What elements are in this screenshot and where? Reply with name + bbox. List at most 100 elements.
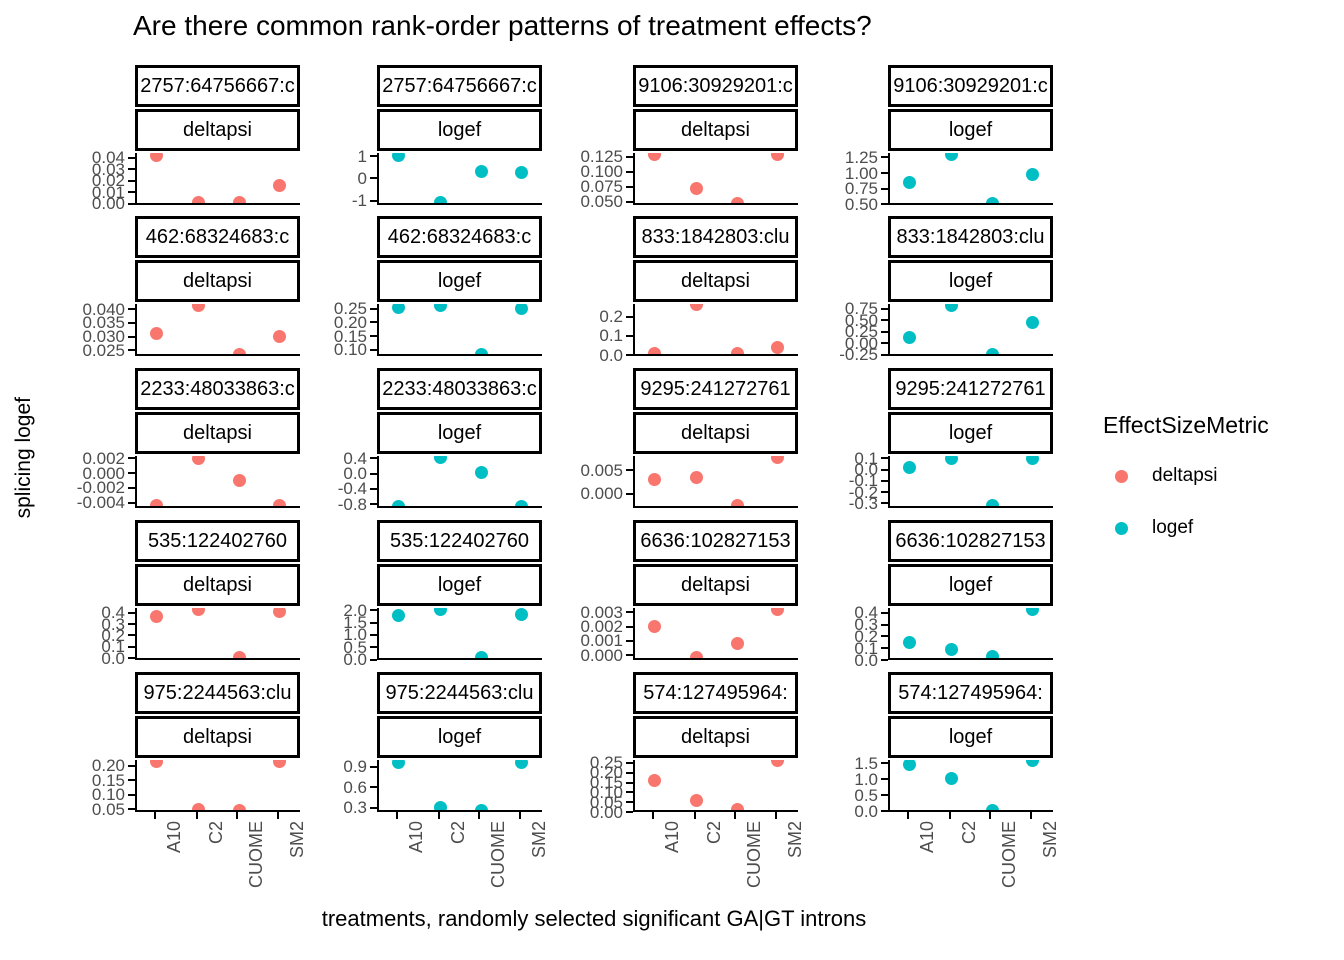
legend: EffectSizeMetric deltapsi logef <box>1103 412 1269 569</box>
y-tick-label: 0.2 <box>101 625 125 645</box>
y-tick-mark <box>881 659 888 661</box>
y-tick-label: 0.75 <box>844 299 878 319</box>
y-tick-mark <box>128 623 135 625</box>
y-tick-label: 0.000 <box>82 463 125 483</box>
x-tick-label: A10 <box>916 821 937 854</box>
y-tick-mark <box>626 761 633 764</box>
data-point <box>903 175 917 189</box>
y-tick-label: -0.1 <box>848 471 878 491</box>
y-tick-mark <box>370 155 377 158</box>
y-tick-label: 0.0 <box>343 650 367 669</box>
y-tick-mark <box>128 335 135 338</box>
y-tick-label: 1.00 <box>844 163 878 183</box>
y-tick-mark <box>626 625 633 628</box>
y-tick-label: 0.4 <box>101 603 125 623</box>
y-tick-mark <box>626 811 633 813</box>
data-point <box>1026 608 1040 616</box>
y-tick-mark <box>881 203 888 206</box>
x-tick-mark <box>236 812 239 819</box>
data-point <box>434 456 448 465</box>
data-point <box>192 456 206 465</box>
y-tick-mark <box>128 486 135 489</box>
y-tick-label: 0.040 <box>82 299 125 319</box>
y-tick-label: 0.1 <box>854 638 878 658</box>
x-axis-title: treatments, randomly selected significan… <box>321 906 867 931</box>
y-tick-mark <box>881 172 888 175</box>
y-tick-label: 0.50 <box>844 194 878 214</box>
plot-area <box>633 760 798 812</box>
y-tick-mark <box>128 779 135 782</box>
y-tick-label: 0.100 <box>580 162 623 182</box>
y-tick-label: 0.005 <box>580 460 623 480</box>
y-tick-label: 0.125 <box>580 147 623 167</box>
y-tick-mark <box>881 502 888 505</box>
facet-strip-intron: 6636:102827153 <box>888 520 1053 562</box>
x-tick-mark <box>478 812 481 819</box>
y-tick-mark <box>128 634 135 637</box>
facet-strip-intron: 535:122402760 <box>135 520 300 562</box>
y-tick-label: -1 <box>351 191 367 211</box>
y-tick-label: 0.035 <box>82 313 125 333</box>
y-tick-mark <box>881 647 888 650</box>
facet-strip-intron: 2233:48033863:c <box>135 368 300 410</box>
y-tick-mark <box>370 633 377 636</box>
y-tick-mark <box>881 319 888 322</box>
y-tick-label: 0.25 <box>333 299 367 319</box>
x-tick-label: SM2 <box>784 821 805 859</box>
y-tick-label: 0.002 <box>82 448 125 468</box>
facet-strip-metric: logef <box>377 564 542 606</box>
y-tick-mark <box>626 334 633 337</box>
y-tick-label: 0.10 <box>333 340 367 360</box>
y-tick-mark <box>370 321 377 324</box>
y-tick-label: 0.0 <box>854 460 878 480</box>
y-tick-mark <box>370 487 377 490</box>
x-tick-label: SM2 <box>1039 821 1060 859</box>
plot-area <box>377 304 542 356</box>
data-point <box>690 470 704 484</box>
plot-area <box>633 608 798 660</box>
plot-area <box>377 153 542 205</box>
facet-strip-metric: logef <box>888 716 1053 758</box>
x-tick-label: C2 <box>447 821 468 845</box>
y-tick-mark <box>128 764 135 767</box>
data-point <box>648 153 662 162</box>
facet-strip-metric: deltapsi <box>633 564 798 606</box>
y-tick-label: 0.3 <box>101 614 125 634</box>
y-tick-label: 0.3 <box>854 615 878 635</box>
y-tick-mark <box>626 801 633 804</box>
x-tick-mark <box>774 812 777 819</box>
data-point <box>515 166 529 180</box>
y-tick-mark <box>626 611 633 614</box>
y-tick-label: 0.6 <box>343 777 367 797</box>
legend-item-logef: logef <box>1103 517 1269 539</box>
x-tick-mark <box>518 812 521 819</box>
y-tick-label: 0.10 <box>589 782 623 802</box>
x-tick-mark <box>651 812 654 819</box>
data-point <box>474 466 488 480</box>
x-tick-label: C2 <box>703 821 724 845</box>
y-tick-mark <box>881 479 888 482</box>
y-tick-mark <box>370 335 377 338</box>
y-tick-label: 0.01 <box>91 182 125 202</box>
y-tick-mark <box>626 639 633 642</box>
y-tick-label: 0 <box>357 168 367 188</box>
plot-area <box>377 760 542 812</box>
data-point <box>474 804 488 810</box>
y-tick-mark <box>881 330 888 333</box>
facet-strip-metric: logef <box>377 716 542 758</box>
data-point <box>648 774 662 788</box>
y-tick-label: 0.0 <box>343 464 367 484</box>
y-tick-label: 0.05 <box>91 799 125 819</box>
y-tick-mark <box>128 457 135 460</box>
y-tick-label: 0.1 <box>599 326 623 346</box>
facet-strip-intron: 833:1842803:clu <box>888 216 1053 258</box>
y-tick-mark <box>370 457 377 460</box>
facet-strip-metric: deltapsi <box>135 260 300 302</box>
